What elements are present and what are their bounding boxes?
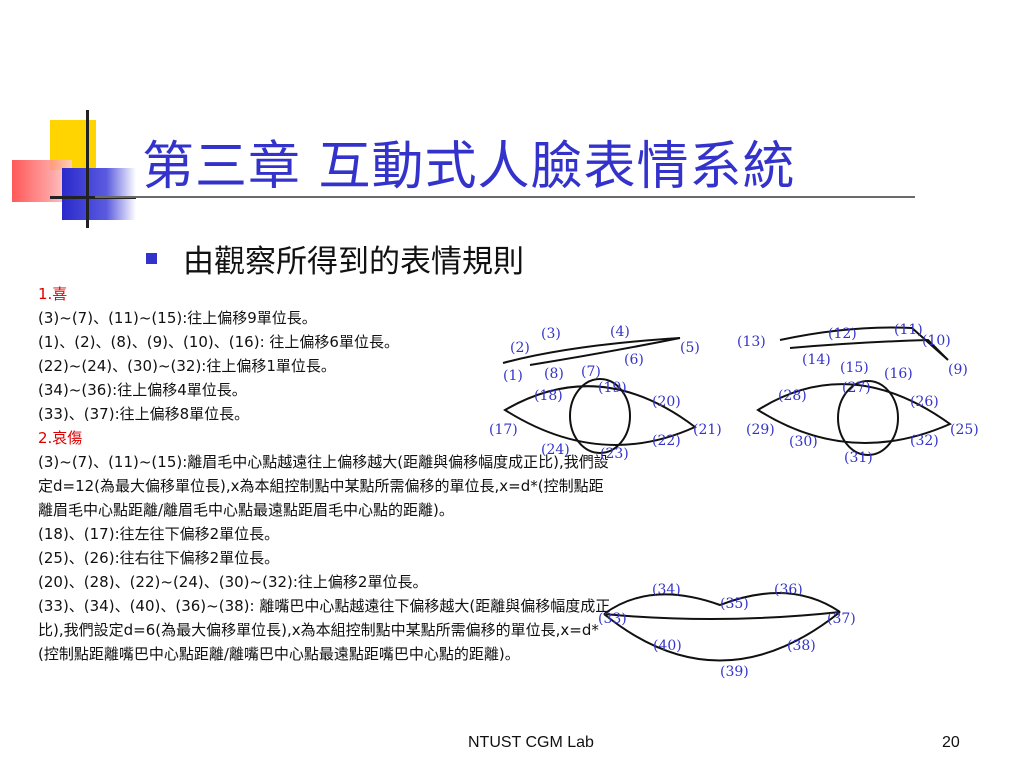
point-label: (39) [720,664,749,680]
rule-line: (22)~(24)、(30)~(32):往上偏移1單位長。 [38,357,336,375]
point-label: (40) [653,638,682,654]
rule-line: (20)、(28)、(22)~(24)、(30)~(32):往上偏移2單位長。 [38,573,428,591]
right-iris [837,380,899,456]
face-control-point-diagram: (1) (2) (3) (4) (5) (6) (7) (8) (9) (10)… [489,322,979,680]
point-label: (35) [720,596,749,612]
point-label: (25) [950,422,979,438]
left-iris [569,378,631,454]
title-underline [95,196,915,198]
point-label: (4) [610,324,630,340]
point-label: (9) [948,362,968,378]
rule-heading-happy: 1.喜 [38,285,68,303]
point-label: (16) [884,366,913,382]
upper-lip [603,592,841,615]
rule-line: (25)、(26):往右往下偏移2單位長。 [38,549,280,567]
rule-line: (34)~(36):往上偏移4單位長。 [38,381,247,399]
point-labels: (1) (2) (3) (4) (5) (6) (7) (8) (9) (10)… [489,322,979,680]
slide-subtitle: 由觀察所得到的表情規則 [183,244,524,280]
decor-horizontal-line [50,196,136,199]
point-label: (34) [652,582,681,598]
point-label: (21) [693,422,722,438]
rule-heading-sad: 2.哀傷 [38,429,83,447]
point-label: (24) [541,442,570,458]
point-label: (27) [842,380,871,396]
rule-line: (3)~(7)、(11)~(15):往上偏移9單位長。 [38,309,317,327]
point-label: (5) [680,340,700,356]
right-eye [756,383,953,444]
page-number: 20 [942,734,960,751]
rule-line: (1)、(2)、(8)、(9)、(10)、(16): 往上偏移6單位長。 [38,333,399,351]
point-label: (32) [910,433,939,449]
point-label: (29) [746,422,775,438]
point-label: (14) [802,352,831,368]
eyebrows [502,326,949,366]
point-label: (28) [778,388,807,404]
point-label: (31) [844,450,873,466]
mouth [603,592,841,662]
subtitle-bullet: 由觀察所得到的表情規則 [146,236,524,281]
point-label: (8) [544,366,564,382]
point-label: (37) [827,611,856,627]
point-label: (22) [652,433,681,449]
lip-line [603,611,841,621]
lower-lip [603,611,841,662]
point-label: (17) [489,422,518,438]
point-label: (18) [534,388,563,404]
point-label: (15) [840,360,869,376]
rule-line: (18)、(17):往左往下偏移2單位長。 [38,525,280,543]
left-eye [503,385,697,446]
expression-rules: 1.喜 (3)~(7)、(11)~(15):往上偏移9單位長。 (1)、(2)、… [38,282,618,666]
rule-line: (33)、(37):往上偏移8單位長。 [38,405,250,423]
point-label: (7) [581,364,601,380]
point-label: (33) [598,611,627,627]
point-label: (3) [541,326,561,342]
right-eyebrow [779,326,949,361]
rule-line: (33)、(34)、(40)、(36)~(38): 離嘴巴中心點越遠往下偏移越大… [38,597,611,663]
point-label: (11) [894,322,923,338]
rule-line: (3)~(7)、(11)~(15):離眉毛中心點越遠往上偏移越大(距離與偏移幅度… [38,453,609,519]
left-eyebrow [502,337,681,366]
eyes [503,378,953,456]
slide-title: 第三章 互動式人臉表情系統 [142,137,796,197]
point-label: (12) [828,326,857,342]
point-label: (23) [600,446,629,462]
point-label: (20) [652,394,681,410]
point-label: (30) [789,434,818,450]
point-label: (19) [598,380,627,396]
point-label: (10) [922,333,951,349]
decor-vertical-line [86,110,89,228]
point-label: (36) [774,582,803,598]
point-label: (13) [737,334,766,350]
point-label: (6) [624,352,644,368]
point-label: (26) [910,394,939,410]
point-label: (38) [787,638,816,654]
footer-lab-name: NTUST CGM Lab [468,734,594,751]
decor-blue-square [62,168,136,220]
point-label: (2) [510,340,530,356]
point-label: (1) [503,368,523,384]
square-bullet-icon [146,253,157,264]
